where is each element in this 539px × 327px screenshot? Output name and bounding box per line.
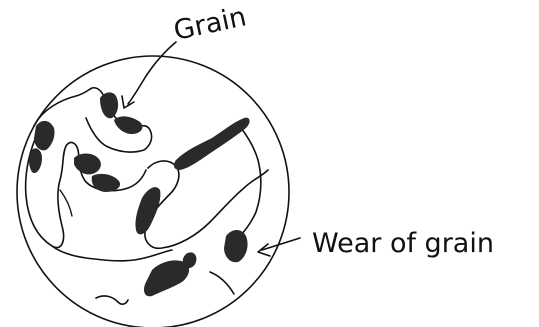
wear-patch — [74, 154, 101, 175]
grain-leader-line — [128, 42, 176, 104]
grain-outline-fragment-1 — [96, 296, 128, 304]
wear-patch — [100, 92, 118, 118]
grain-outline-fragment-3 — [60, 190, 72, 216]
wear-patch — [183, 252, 197, 268]
grain-outline-center — [145, 161, 268, 248]
wear-patch — [29, 148, 42, 173]
wear-patch — [174, 118, 250, 170]
wear-patch — [144, 260, 189, 296]
wear-patch — [224, 230, 248, 262]
wear-patch — [92, 174, 120, 192]
wear-patch — [114, 116, 142, 134]
wear-of-grain-label: Wear of grain — [312, 228, 494, 259]
wear-patch — [34, 121, 55, 150]
grain-label: Grain — [171, 1, 249, 47]
wear-patch — [135, 187, 160, 234]
grain-outline-fragment-2 — [210, 272, 234, 294]
